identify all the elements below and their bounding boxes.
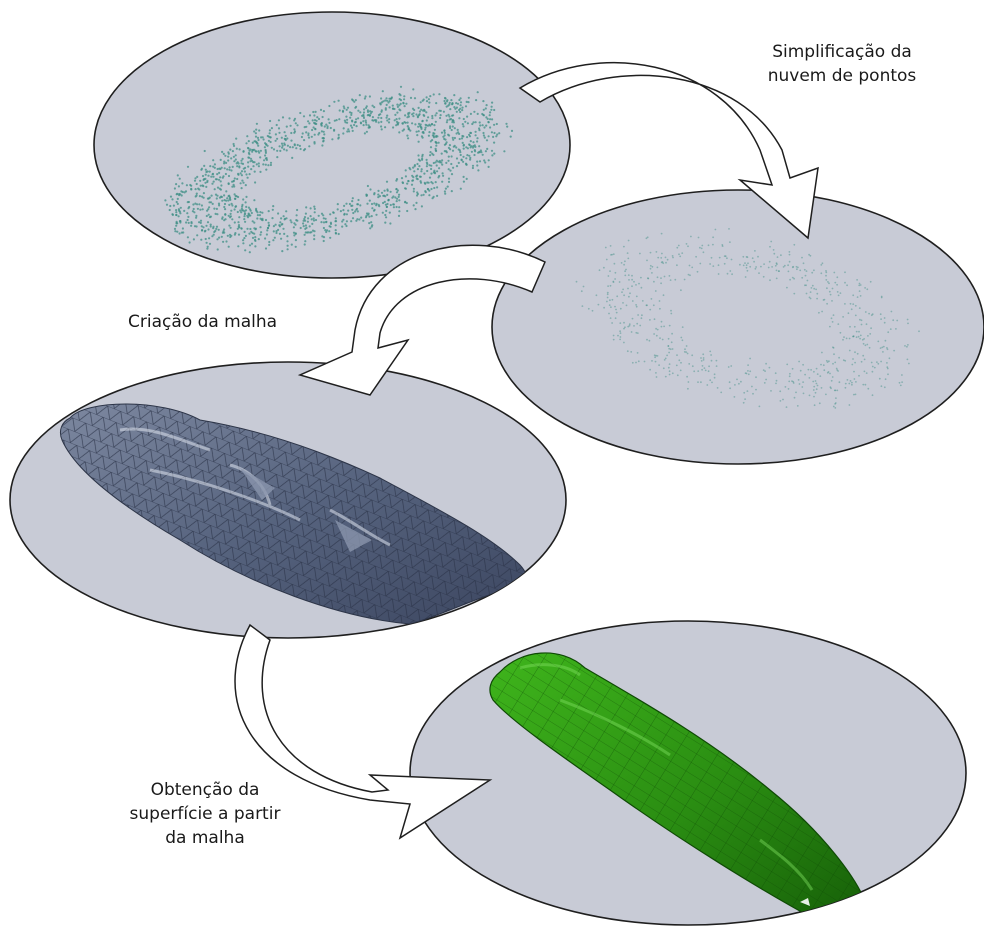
panel-triangle-mesh (10, 362, 566, 638)
label-step2-line1: Criação da malha (128, 310, 348, 334)
label-step3-line3: da malha (100, 826, 310, 850)
label-step-surface: Obtenção da superfície a partir da malha (100, 778, 310, 850)
label-step3-line1: Obtenção da (100, 778, 310, 802)
ellipse-dense-point-cloud (94, 12, 570, 278)
ellipse-simplified-point-cloud (492, 190, 984, 464)
panel-nurbs-surface (410, 621, 966, 925)
label-step1-line2: nuvem de pontos (722, 64, 962, 88)
panel-dense-point-cloud (94, 12, 570, 278)
label-step-mesh: Criação da malha (128, 310, 348, 334)
label-step1-line1: Simplificação da (722, 40, 962, 64)
panel-simplified-point-cloud (492, 190, 984, 464)
label-step-simplification: Simplificação da nuvem de pontos (722, 40, 962, 88)
label-step3-line2: superfície a partir (100, 802, 310, 826)
